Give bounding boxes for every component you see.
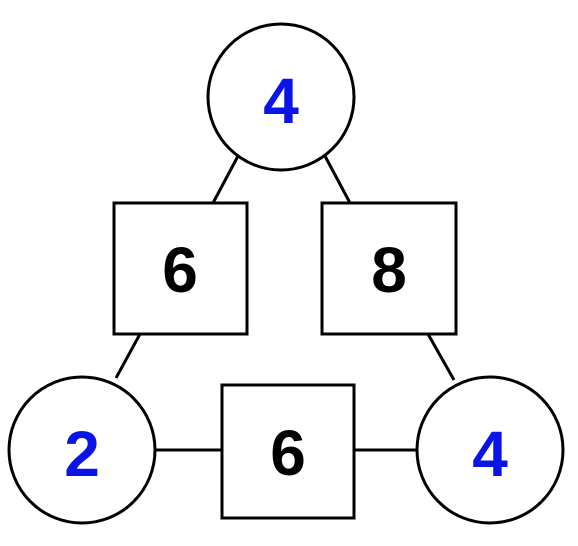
edge-right-box-to-bottom-right xyxy=(426,333,456,381)
edge-left-box-to-bottom-left xyxy=(114,333,142,379)
circle-top-value: 4 xyxy=(263,65,299,137)
edge-top-to-right-box xyxy=(323,155,352,204)
box-left-value: 6 xyxy=(162,234,198,306)
edges xyxy=(114,155,456,452)
box-bottom-value: 6 xyxy=(270,417,306,489)
circle-bottom-left-value: 2 xyxy=(64,418,100,490)
circle-bottom-right-value: 4 xyxy=(472,418,508,490)
box-node-left: 6 xyxy=(112,201,249,336)
box-right-value: 8 xyxy=(371,234,407,306)
circle-node-bottom-right: 4 xyxy=(415,375,565,525)
edge-top-to-left-box xyxy=(211,155,240,204)
box-node-right: 8 xyxy=(320,201,458,336)
circle-bottom-right-shape xyxy=(415,375,565,525)
box-bottom-shape xyxy=(220,383,356,520)
box-node-bottom: 6 xyxy=(220,383,356,520)
box-right-shape xyxy=(320,201,458,336)
circle-bottom-left-shape xyxy=(7,375,157,525)
circle-node-top: 4 xyxy=(206,22,356,172)
box-left-shape xyxy=(112,201,249,336)
circle-node-bottom-left: 2 xyxy=(7,375,157,525)
circle-top-shape xyxy=(206,22,356,172)
